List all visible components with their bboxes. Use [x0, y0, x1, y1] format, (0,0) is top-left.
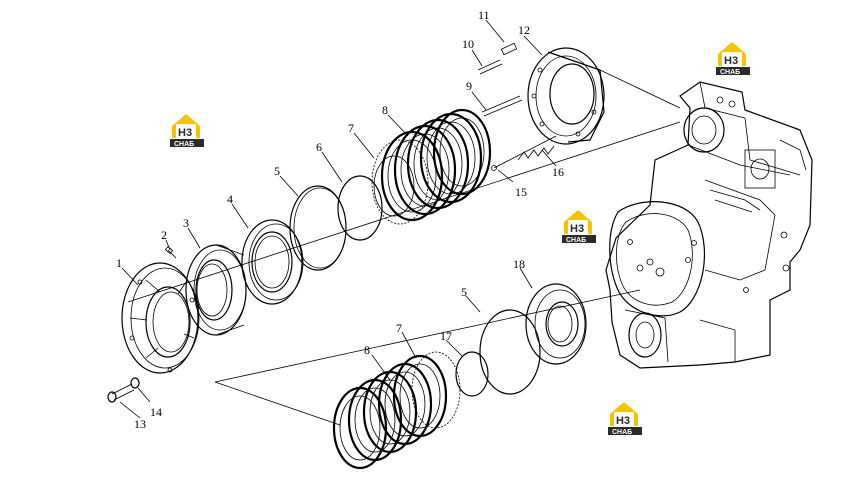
part-4-bearing-plate — [241, 219, 304, 305]
callout-1: 1 — [116, 256, 122, 270]
parts-9-10-11-pins — [477, 42, 523, 117]
callout-2: 2 — [161, 228, 167, 242]
part-3-seal-carrier — [185, 244, 247, 336]
transmission-housing — [605, 81, 813, 369]
callout-14: 14 — [150, 405, 162, 419]
part-17-ring — [455, 351, 489, 397]
callout-12: 12 — [518, 23, 530, 37]
callout-8-lower: 8 — [364, 343, 370, 357]
callout-labels: 1 2 3 4 5 6 7 8 9 10 11 12 15 16 18 5 17… — [116, 8, 564, 431]
callout-6: 6 — [316, 140, 322, 154]
watermark-caption: СНАБ — [566, 237, 586, 244]
watermark-letters: H3 — [570, 223, 584, 235]
callout-5-lower: 5 — [461, 285, 467, 299]
callout-16: 16 — [552, 165, 564, 179]
callout-18: 18 — [513, 257, 525, 271]
callout-4: 4 — [227, 192, 233, 206]
watermark-letters: H3 — [616, 415, 630, 427]
callout-9: 9 — [466, 79, 472, 93]
part-12-piston-housing — [527, 47, 605, 145]
callout-7-lower: 7 — [396, 321, 402, 335]
part-18-bearing — [525, 283, 587, 365]
watermark-logo-3: H3 СНАБ — [562, 210, 596, 244]
lower-clutch-disc-pack — [332, 351, 461, 470]
part-6-snap-ring — [337, 175, 383, 241]
upper-clutch-disc-pack — [371, 108, 492, 225]
watermark-caption: СНАБ — [612, 429, 632, 436]
callout-10: 10 — [462, 37, 474, 51]
watermark-logo-1: H3 СНАБ — [716, 42, 750, 76]
part-1-cover — [121, 262, 200, 374]
watermark-logo-2: H3 СНАБ — [170, 114, 204, 148]
parts-13-14-bolt-washer — [107, 377, 140, 403]
part-2-screw — [164, 245, 177, 259]
callout-3: 3 — [183, 216, 189, 230]
parts-15-16-spring-rod — [491, 135, 557, 171]
callout-7-upper: 7 — [348, 121, 354, 135]
part-5-o-ring-lower — [479, 309, 541, 395]
part-5-o-ring-upper — [289, 185, 347, 271]
leader-lines — [119, 19, 557, 419]
callout-15: 15 — [515, 185, 527, 199]
callout-8-upper: 8 — [382, 103, 388, 117]
callout-5-upper: 5 — [274, 164, 280, 178]
watermark-letters: H3 — [178, 127, 192, 139]
callout-13: 13 — [134, 417, 146, 431]
watermark-logo-4: H3 СНАБ — [608, 402, 642, 436]
callout-11: 11 — [478, 8, 490, 22]
watermark-caption: СНАБ — [174, 141, 194, 148]
watermark-letters: H3 — [724, 55, 738, 67]
callout-17: 17 — [440, 329, 452, 343]
watermark-caption: СНАБ — [720, 69, 740, 76]
